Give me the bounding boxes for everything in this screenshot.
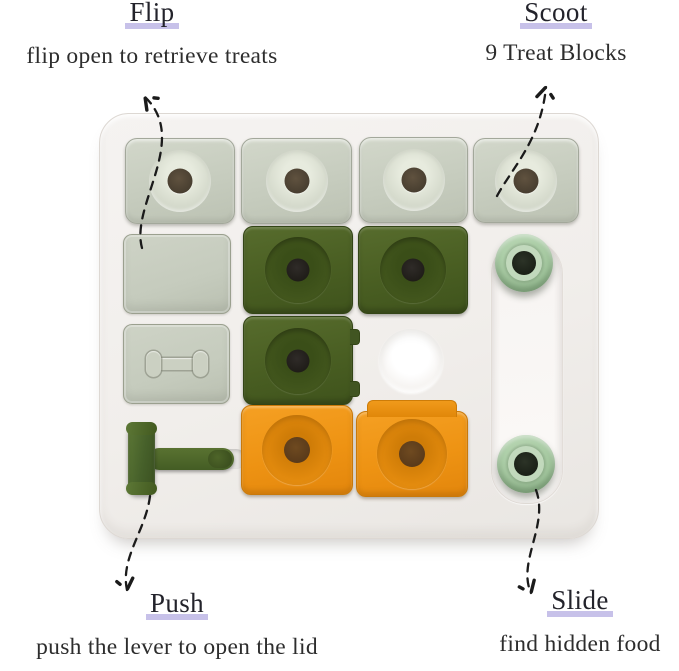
treat-dimple	[382, 149, 445, 211]
block-hinge-tab	[367, 400, 457, 417]
treat-dimple	[262, 415, 332, 485]
scoot-title-text: Scoot	[520, 0, 592, 29]
treat-dimple	[495, 149, 557, 212]
empty-round-recess	[379, 329, 443, 393]
slide-description: find hidden food	[499, 631, 661, 657]
orange-treat-block	[356, 400, 468, 497]
treat-hole	[399, 441, 425, 467]
slide-title-text: Slide	[547, 585, 613, 617]
scoot-title: Scoot	[420, 0, 679, 29]
sage-treat-block	[125, 138, 235, 224]
treat-hole	[286, 349, 310, 372]
flip-lid-bone	[123, 324, 230, 404]
green-treat-block	[243, 316, 360, 405]
slider-knob-bottom	[497, 435, 555, 493]
sage-treat-block	[241, 138, 352, 224]
knob-hole	[512, 251, 536, 275]
puzzle-tray	[99, 113, 599, 539]
treat-dimple	[149, 150, 211, 212]
treat-hole	[513, 168, 539, 193]
push-title-text: Push	[145, 588, 209, 620]
treat-hole	[167, 168, 193, 194]
flip-title-text: Flip	[125, 0, 179, 29]
flip-title: Flip	[0, 0, 304, 29]
treat-hole	[401, 258, 425, 282]
treat-dimple	[265, 150, 328, 212]
block-hinge-tab	[350, 381, 360, 397]
flip-lid-plain	[123, 234, 231, 314]
treat-dimple	[377, 419, 447, 489]
treat-dimple	[265, 237, 331, 303]
knob-hole	[514, 452, 538, 476]
flip-description: flip open to retrieve treats	[26, 43, 278, 69]
slider-knob-top	[495, 234, 553, 292]
push-lever	[126, 422, 157, 495]
lever-arm	[148, 448, 234, 470]
treat-hole	[401, 167, 426, 193]
scoot-description: 9 Treat Blocks	[485, 40, 627, 66]
sage-treat-block	[359, 137, 468, 223]
push-description: push the lever to open the lid	[36, 634, 318, 660]
slide-title: Slide	[480, 585, 679, 617]
push-title: Push	[40, 588, 314, 620]
treat-dimple	[380, 237, 446, 303]
block-hinge-tab	[350, 329, 360, 345]
treat-hole	[284, 437, 310, 463]
green-treat-block	[358, 226, 468, 314]
bone-icon	[145, 351, 208, 377]
sage-treat-block	[473, 138, 579, 223]
treat-hole	[284, 168, 309, 194]
treat-hole	[286, 258, 310, 282]
orange-treat-block	[241, 405, 353, 495]
treat-dimple	[265, 327, 331, 394]
green-treat-block	[243, 226, 353, 314]
